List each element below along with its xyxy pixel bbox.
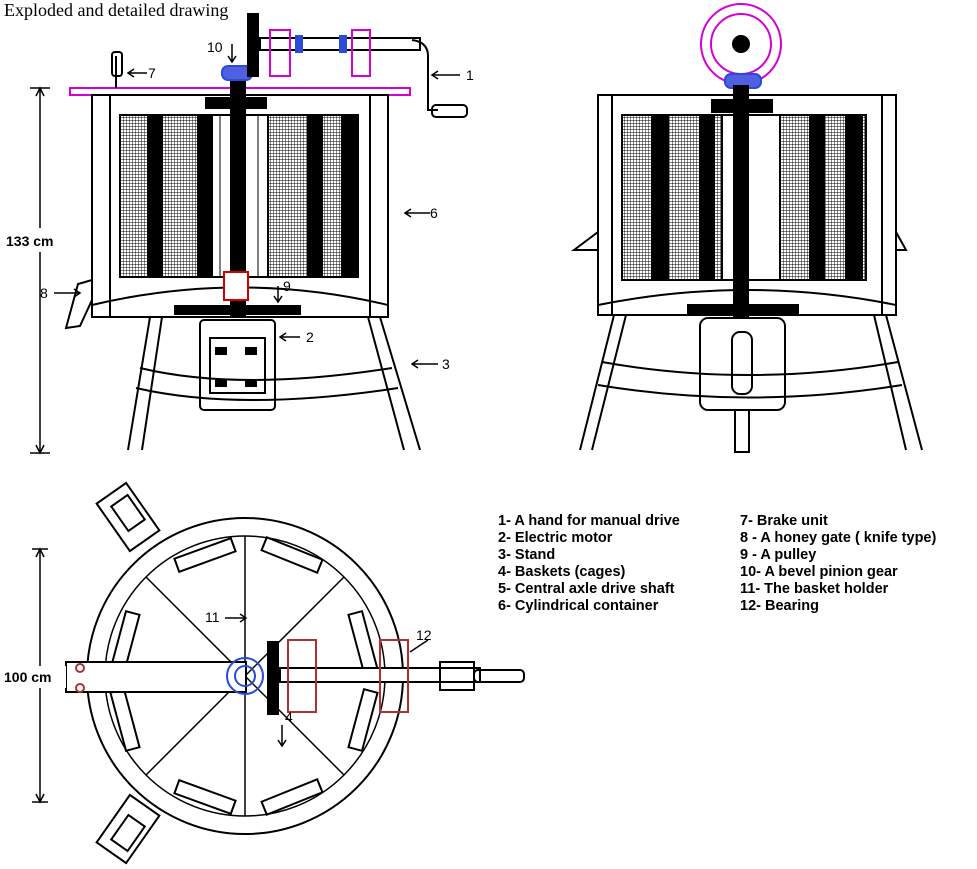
- callout-11: 11: [205, 609, 220, 625]
- top-callouts: [225, 613, 429, 748]
- top-view: [65, 481, 525, 865]
- callout-4: 4: [285, 709, 293, 725]
- callout-9: 9: [283, 278, 291, 294]
- legend-item-6: 6- Cylindrical container: [498, 598, 659, 614]
- legend-item-3: 3- Stand: [498, 547, 556, 563]
- legend-item-2: 2- Electric motor: [498, 530, 613, 546]
- legend-item-9: 9 - A pulley: [740, 547, 817, 563]
- manual-drive: [111, 13, 468, 118]
- height-dimension: [30, 86, 50, 455]
- callout-1: 1: [466, 67, 474, 83]
- legend-right: 7- Brake unit 8 - A honey gate ( knife t…: [740, 513, 936, 615]
- legend-item-4: 4- Baskets (cages): [498, 564, 626, 580]
- front-view: [64, 13, 468, 451]
- diameter-label: 100 cm: [4, 669, 51, 685]
- legend-item-7: 7- Brake unit: [740, 513, 828, 529]
- callout-5: 5: [205, 165, 213, 181]
- legend-left: 1- A hand for manual drive 2- Electric m…: [498, 513, 680, 615]
- stand-front: [127, 316, 421, 451]
- electric-motor: [199, 319, 276, 411]
- callout-10: 10: [207, 39, 223, 55]
- figure-caption: Exploded and detailed drawing: [4, 0, 229, 20]
- legend-item-5: 5- Central axle drive shaft: [498, 581, 675, 597]
- callout-6: 6: [430, 205, 438, 221]
- callout-7: 7: [148, 65, 156, 81]
- legend-item-8: 8 - A honey gate ( knife type): [740, 530, 937, 546]
- legend-item-12: 12- Bearing: [740, 598, 819, 614]
- height-label: 133 cm: [6, 233, 53, 249]
- callout-2: 2: [306, 329, 314, 345]
- legend-item-10: 10- A bevel pinion gear: [740, 564, 898, 580]
- callout-3: 3: [442, 356, 450, 372]
- side-view: [571, 3, 923, 453]
- front-callouts: [54, 44, 460, 369]
- honey-gate: [64, 279, 93, 330]
- legend-item-11: 11- The basket holder: [740, 581, 889, 597]
- callout-12: 12: [416, 627, 432, 643]
- callout-8: 8: [40, 285, 48, 301]
- legend-item-1: 1- A hand for manual drive: [498, 513, 680, 529]
